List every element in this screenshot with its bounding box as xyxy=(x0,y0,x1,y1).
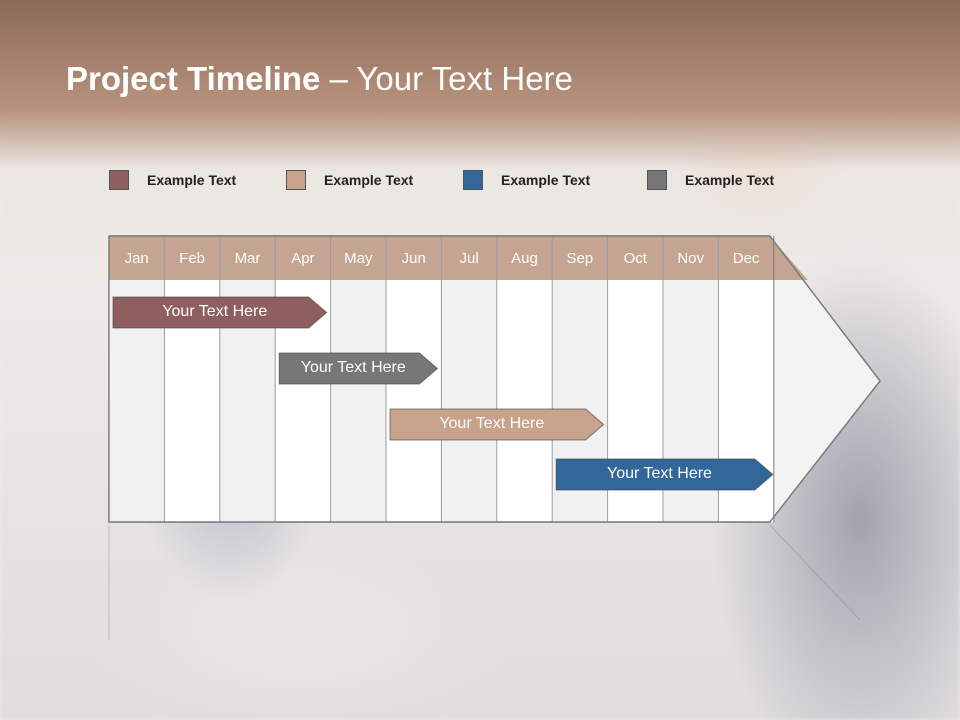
legend-item-4: Example Text xyxy=(647,170,774,190)
legend-item-3: Example Text xyxy=(463,170,590,190)
month-label-dec: Dec xyxy=(732,250,760,267)
month-label-jan: Jan xyxy=(124,250,149,267)
legend-swatch-2 xyxy=(286,170,306,190)
legend-label-3: Example Text xyxy=(501,172,591,188)
month-label-nov: Nov xyxy=(677,250,705,267)
task-label-3: Your Text Here xyxy=(439,415,545,432)
slide-title-rest: – Your Text Here xyxy=(320,60,573,97)
legend-label-4: Example Text xyxy=(685,172,775,188)
legend-label-2: Example Text xyxy=(324,172,414,188)
month-label-jun: Jun xyxy=(401,250,426,267)
legend-swatch-1 xyxy=(109,170,129,190)
task-label-4: Your Text Here xyxy=(607,465,712,482)
task-bar-3 xyxy=(389,408,605,441)
legend-item-1: Example Text xyxy=(109,170,236,190)
task-label-2: Your Text Here xyxy=(300,359,406,376)
month-column-jun xyxy=(386,280,442,522)
reflection-line xyxy=(769,524,861,621)
month-label-apr: Apr xyxy=(291,250,315,267)
legend-label-1: Example Text xyxy=(147,172,237,188)
legend-item-2: Example Text xyxy=(286,170,413,190)
task-bar-2 xyxy=(278,352,439,385)
month-column-jul xyxy=(441,280,497,522)
legend-swatch-3 xyxy=(463,170,483,190)
month-label-may: May xyxy=(344,250,373,267)
task-bar-4 xyxy=(555,458,774,491)
month-header-band xyxy=(109,236,808,280)
month-label-jul: Jul xyxy=(459,250,479,267)
title-banner xyxy=(0,0,960,170)
month-label-aug: Aug xyxy=(511,250,538,267)
month-label-oct: Oct xyxy=(623,250,647,267)
slide-title: Project Timeline – Your Text Here xyxy=(66,60,573,98)
timeline-arrow-outline xyxy=(108,235,881,523)
slide-title-bold: Project Timeline xyxy=(66,60,321,97)
month-label-feb: Feb xyxy=(179,250,206,267)
task-bar-1 xyxy=(112,296,328,329)
month-label-mar: Mar xyxy=(234,250,261,267)
month-column-may xyxy=(330,280,386,522)
task-label-1: Your Text Here xyxy=(162,303,268,320)
legend-swatch-4 xyxy=(647,170,667,190)
month-label-sep: Sep xyxy=(566,250,594,267)
month-column-aug xyxy=(496,280,553,522)
